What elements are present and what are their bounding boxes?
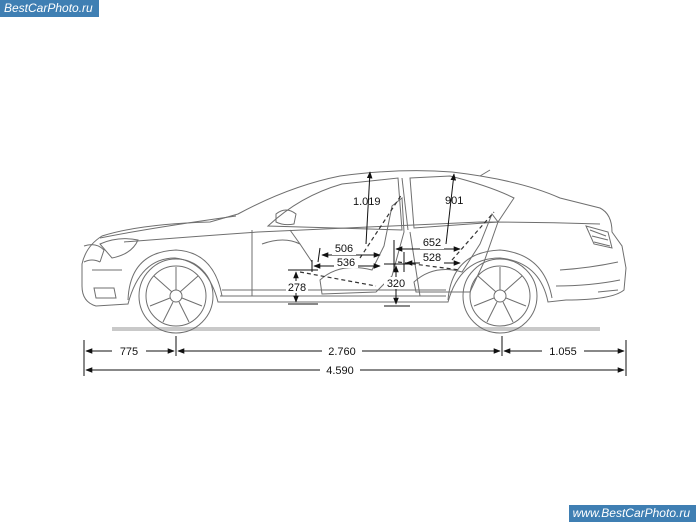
watermark-top: BestCarPhoto.ru	[0, 0, 99, 17]
label-front-seat-depth-a: 506	[335, 243, 353, 255]
label-rear-seat-height: 320	[387, 278, 405, 290]
ground-line	[112, 327, 600, 331]
label-rear-headroom: 901	[445, 195, 463, 207]
front-wheel	[138, 258, 214, 334]
label-front-seat-height: 278	[288, 282, 306, 294]
label-front-overhang: 775	[120, 346, 138, 358]
car-body-outline	[81, 169, 627, 307]
seat-reference-lines	[299, 193, 495, 287]
label-front-seat-depth-b: 536	[337, 257, 355, 269]
watermark-bottom: www.BestCarPhoto.ru	[568, 505, 696, 522]
rear-wheel	[462, 258, 538, 334]
label-wheelbase: 2.760	[328, 346, 356, 358]
label-rear-seat-depth-a: 652	[423, 237, 441, 249]
dimension-labels: 775 2.760 1.055 4.590 1.019 901 506 536 …	[112, 195, 584, 377]
label-front-headroom: 1.019	[353, 196, 381, 208]
label-rear-seat-depth-b: 528	[423, 252, 441, 264]
label-overall-length: 4.590	[326, 365, 354, 377]
label-rear-overhang: 1.055	[549, 346, 577, 358]
